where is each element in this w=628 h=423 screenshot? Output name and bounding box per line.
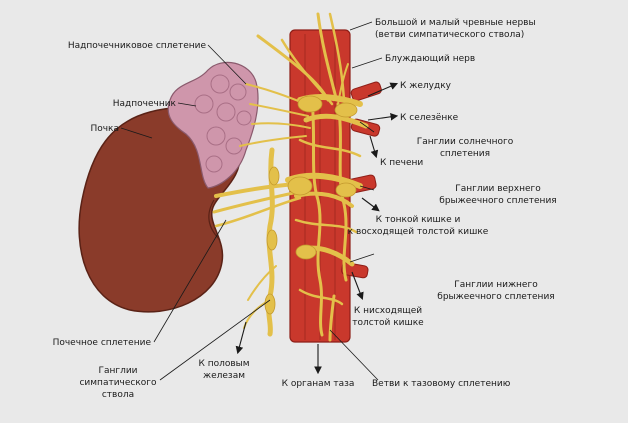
label-sym-trunk-2: симпатического xyxy=(79,378,157,388)
label-stomach: К желудку xyxy=(400,81,452,91)
label-small-int-1: К тонкой кишке и xyxy=(376,215,461,225)
label-gonads-1: К половым xyxy=(198,359,249,369)
label-desc-colon-2: толстой кишке xyxy=(352,318,424,328)
adrenal-gland-shape xyxy=(167,61,259,189)
ganglia xyxy=(264,95,358,315)
label-celiac-2: сплетения xyxy=(440,149,490,159)
label-sup-mes-2: брыжеечного сплетения xyxy=(439,196,556,206)
label-inf-mes-2: брыжеечного сплетения xyxy=(437,292,554,302)
label-vagus: Блуждающий нерв xyxy=(385,54,475,64)
label-gonads-2: железам xyxy=(203,371,245,381)
adrenal-lobules xyxy=(194,74,252,173)
label-celiac-1: Ганглии солнечного xyxy=(417,137,514,147)
label-sym-trunk-1: Ганглии xyxy=(98,366,137,376)
label-adrenal-plexus: Надпочечниковое сплетение xyxy=(68,41,207,51)
label-cranial-nerves-1: Большой и малый чревные нервы xyxy=(375,18,536,28)
label-pelvic-plexus: Ветви к тазовому сплетению xyxy=(372,379,511,389)
label-spleen: К селезёнке xyxy=(400,113,459,123)
label-cranial-nerves-2: (ветви симпатического ствола) xyxy=(375,30,524,40)
label-liver: К печени xyxy=(380,158,423,168)
leader-lines xyxy=(120,21,383,381)
label-small-int-2: к восходящей толстой кишке xyxy=(348,227,489,237)
label-kidney: Почка xyxy=(90,124,119,134)
label-adrenal: Надпочечник xyxy=(113,99,177,109)
label-sup-mes-1: Ганглии верхнего xyxy=(455,184,541,194)
label-sym-trunk-3: ствола xyxy=(102,390,134,400)
label-inf-mes-1: Ганглии нижнего xyxy=(454,280,538,290)
direction-arrows xyxy=(235,82,399,375)
label-renal-plexus: Почечное сплетение xyxy=(53,338,152,348)
label-desc-colon-1: К нисходящей xyxy=(354,306,422,316)
label-pelvis: К органам таза xyxy=(282,379,355,389)
kidney-hilum xyxy=(208,199,221,241)
